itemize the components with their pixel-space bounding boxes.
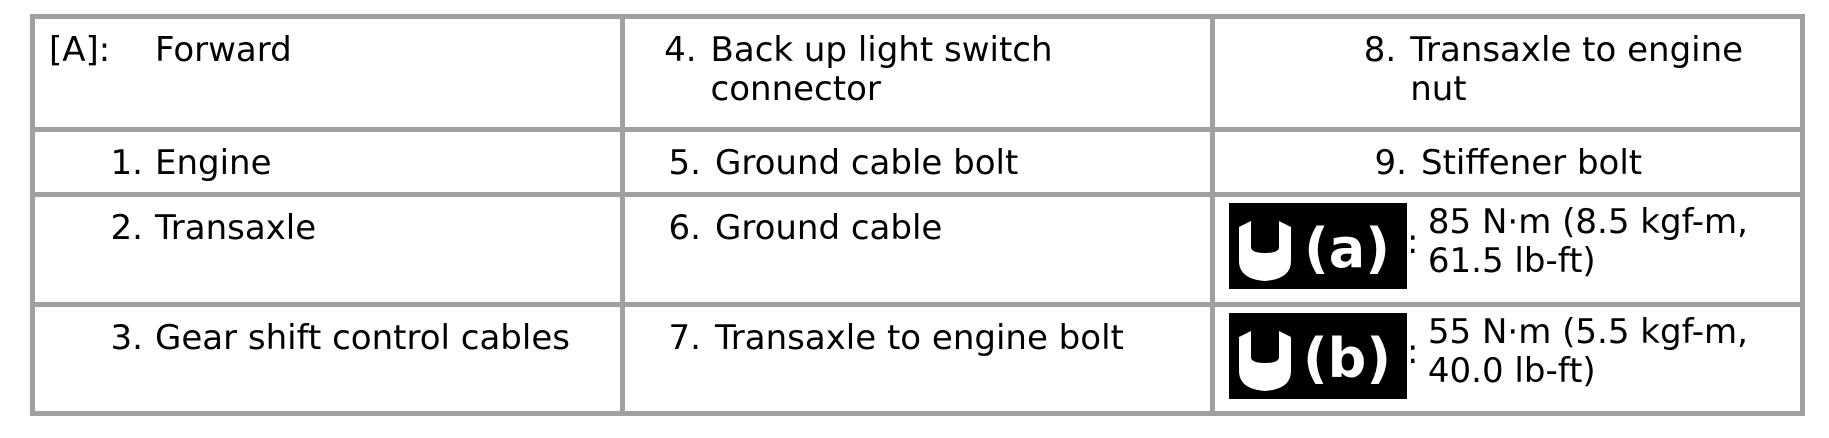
torque-colon: : xyxy=(1407,222,1419,263)
parts-legend-table: [A]: Forward 4. Back up light switch con… xyxy=(30,13,1805,417)
item-number: 3. xyxy=(110,317,143,358)
legend-row: [A]: Forward 4. Back up light switch con… xyxy=(30,13,1805,133)
wrench-torque-icon: (b) xyxy=(1229,312,1407,399)
legend-cell-item-8: 8. Transaxle to engine nut xyxy=(1210,13,1805,133)
legend-cell-item-3: 3. Gear shift control cables xyxy=(30,301,625,417)
wrench-torque-icon: (a) xyxy=(1229,203,1407,290)
item-label: Gear shift control cables xyxy=(155,317,570,358)
item-number: 2. xyxy=(110,208,143,249)
torque-value: 55 N·m (5.5 kgf-m, 40.0 lb-ft) xyxy=(1427,311,1748,391)
torque-letter: (b) xyxy=(1303,327,1391,390)
legend-cell-item-5: 5. Ground cable bolt xyxy=(620,127,1215,198)
item-label: Engine xyxy=(155,143,272,184)
item-label: Transaxle to engine nut xyxy=(1410,30,1744,110)
item-number: 4. xyxy=(664,30,697,70)
item-label: Ground cable xyxy=(715,208,943,249)
legend-row: 3. Gear shift control cables 7. Transaxl… xyxy=(30,301,1805,417)
legend-row: 1. Engine 5. Ground cable bolt 9. Stiffe… xyxy=(30,127,1805,198)
item-label: Ground cable bolt xyxy=(715,143,1019,184)
item-number: 1. xyxy=(110,143,143,184)
legend-cell-item-7: 7. Transaxle to engine bolt xyxy=(620,301,1215,417)
item-label: Back up light switch connector xyxy=(710,30,1053,110)
item-number: 7. xyxy=(668,317,701,358)
torque-value: 85 N·m (8.5 kgf-m, 61.5 lb-ft) xyxy=(1427,202,1748,282)
item-number: 6. xyxy=(668,208,701,249)
item-label: Stiffener bolt xyxy=(1421,143,1643,184)
item-number: 8. xyxy=(1363,30,1397,70)
forward-label: Forward xyxy=(155,30,292,70)
torque-colon: : xyxy=(1407,331,1419,372)
legend-cell-forward: [A]: Forward xyxy=(30,13,625,133)
legend-cell-torque-a: (a) : 85 N·m (8.5 kgf-m, 61.5 lb-ft) xyxy=(1210,192,1805,307)
legend-cell-item-9: 9. Stiffener bolt xyxy=(1210,127,1805,198)
torque-letter: (a) xyxy=(1304,217,1390,280)
legend-cell-item-1: 1. Engine xyxy=(30,127,625,198)
legend-cell-item-2: 2. Transaxle xyxy=(30,192,625,307)
forward-marker: [A]: xyxy=(49,30,111,70)
item-label: Transaxle to engine bolt xyxy=(715,317,1124,358)
item-number: 5. xyxy=(668,143,701,184)
legend-cell-item-6: 6. Ground cable xyxy=(620,192,1215,307)
item-label: Transaxle xyxy=(155,208,317,249)
legend-row: 2. Transaxle 6. Ground cable (a) : xyxy=(30,192,1805,307)
legend-cell-item-4: 4. Back up light switch connector xyxy=(620,13,1215,133)
legend-cell-torque-b: (b) : 55 N·m (5.5 kgf-m, 40.0 lb-ft) xyxy=(1210,301,1805,417)
item-number: 9. xyxy=(1374,143,1407,184)
